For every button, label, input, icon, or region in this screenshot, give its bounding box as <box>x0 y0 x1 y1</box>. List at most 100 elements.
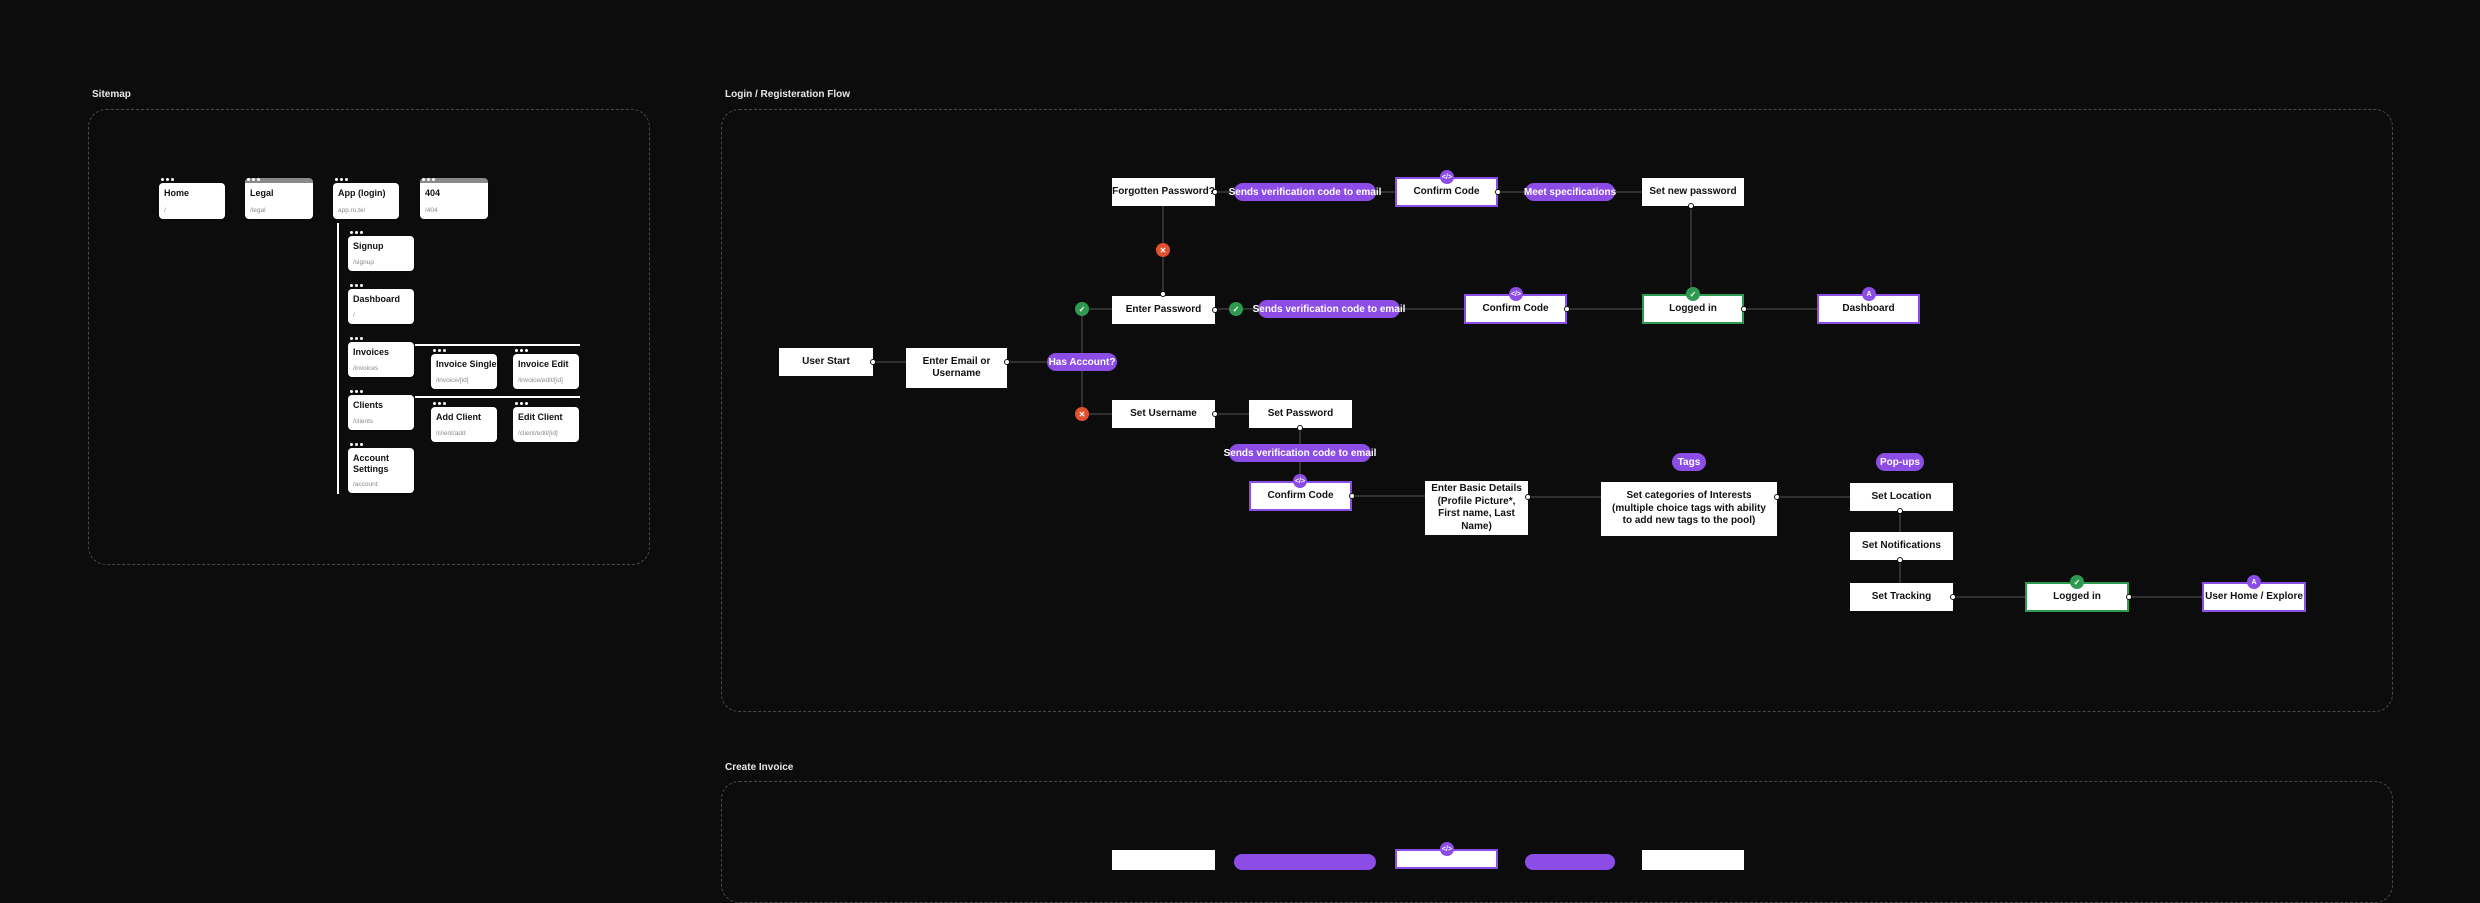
card-path: /404 <box>425 207 438 214</box>
pill-sends-code-1: Sends verification code to email <box>1229 183 1381 201</box>
sitemap-card-add-client[interactable]: Add Client /client/add <box>431 402 497 442</box>
sitemap-card-invoice-single[interactable]: Invoice Single /invoice/[id] <box>431 349 497 389</box>
card-title: Home <box>164 188 190 198</box>
card-path: /signup <box>353 259 374 266</box>
login-flow-title: Login / Registeration Flow <box>725 89 850 100</box>
sitemap-title: Sitemap <box>92 89 131 100</box>
check-icon: ✓ <box>1075 302 1089 316</box>
more-dots-icon <box>515 402 528 405</box>
sitemap-card-app[interactable]: App (login) app.ro.te/ <box>333 178 399 219</box>
sitemap-card-edit-client[interactable]: Edit Client /client/edit/[id] <box>513 402 579 442</box>
card-title: Add Client <box>436 412 481 422</box>
create-invoice-title: Create Invoice <box>725 762 794 773</box>
more-dots-icon <box>350 443 363 446</box>
code-icon: </> <box>1440 842 1454 856</box>
card-path: /account <box>353 481 378 488</box>
sitemap-card-dashboard[interactable]: Dashboard / <box>348 284 414 324</box>
sitemap-card-home[interactable]: Home / <box>159 178 225 219</box>
connector-port[interactable] <box>1525 494 1531 500</box>
more-dots-icon <box>433 349 446 352</box>
card-path: /client/add <box>436 430 466 437</box>
more-dots-icon <box>433 402 446 405</box>
node-user-start[interactable]: User Start <box>779 348 873 376</box>
more-dots-icon <box>350 337 363 340</box>
node-enter-password[interactable]: Enter Password <box>1112 296 1215 324</box>
sitemap-frame <box>88 109 650 565</box>
node-dashboard[interactable]: Dashboard <box>1817 294 1920 324</box>
sitemap-card-signup[interactable]: Signup /signup <box>348 231 414 271</box>
card-title: Edit Client <box>518 412 563 422</box>
card-title: Account Settings <box>353 453 389 475</box>
cross-icon: ✕ <box>1075 407 1089 421</box>
sitemap-card-clients[interactable]: Clients /clients <box>348 390 414 430</box>
node-basic-details[interactable]: Enter Basic Details (Profile Picture*, F… <box>1425 481 1528 535</box>
node-set-location[interactable]: Set Location <box>1850 483 1953 511</box>
card-title: Signup <box>353 241 384 251</box>
connector-port[interactable] <box>1160 291 1166 297</box>
node-set-tracking[interactable]: Set Tracking <box>1850 583 1953 611</box>
card-title: Dashboard <box>353 294 401 304</box>
card-title: Legal <box>250 188 274 198</box>
user-icon: A <box>2247 575 2261 589</box>
node-set-password[interactable]: Set Password <box>1249 400 1352 428</box>
sitemap-card-account-settings[interactable]: Account Settings /account <box>348 443 414 493</box>
connector-port[interactable] <box>1688 203 1694 209</box>
card-path: /invoices <box>353 365 379 372</box>
card-path: /invoice/[id] <box>436 377 469 384</box>
node-enter-email[interactable]: Enter Email or Username <box>906 348 1007 388</box>
pill-tags: Tags <box>1672 453 1706 471</box>
invoice-node-1[interactable] <box>1112 850 1215 870</box>
connector-port[interactable] <box>1212 189 1218 195</box>
connector-port[interactable] <box>1950 594 1956 600</box>
more-dots-icon <box>161 178 174 181</box>
pill-meet-specifications: Meet specifications <box>1524 183 1616 201</box>
check-icon: ✓ <box>1229 302 1243 316</box>
invoice-node-3[interactable] <box>1642 850 1744 870</box>
node-set-notifications[interactable]: Set Notifications <box>1850 532 1953 560</box>
connector-port[interactable] <box>1349 493 1355 499</box>
sitemap-card-invoice-edit[interactable]: Invoice Edit /invoice/edit/[id] <box>513 349 579 389</box>
card-title: Clients <box>353 400 384 410</box>
connector-port[interactable] <box>1495 189 1501 195</box>
invoice-pill-2 <box>1525 854 1615 870</box>
sitemap-card-404[interactable]: 404 /404 <box>420 178 488 219</box>
pill-sends-code-2: Sends verification code to email <box>1253 300 1405 318</box>
connector-port[interactable] <box>1897 557 1903 563</box>
invoice-pill-1 <box>1234 854 1376 870</box>
connector-port[interactable] <box>870 359 876 365</box>
sitemap-card-legal[interactable]: Legal /legal <box>245 178 313 219</box>
connector-port[interactable] <box>1564 306 1570 312</box>
more-dots-icon <box>350 231 363 234</box>
card-path: / <box>353 312 355 319</box>
node-set-interests[interactable]: Set categories of Interests (multiple ch… <box>1601 482 1777 536</box>
connector-port[interactable] <box>1774 494 1780 500</box>
connector-port[interactable] <box>1004 359 1010 365</box>
node-set-username[interactable]: Set Username <box>1112 400 1215 428</box>
more-dots-icon <box>350 284 363 287</box>
sitemap-card-invoices[interactable]: Invoices /invoices <box>348 337 414 377</box>
more-dots-icon <box>422 178 435 181</box>
more-dots-icon <box>515 349 528 352</box>
card-title: 404 <box>425 188 441 198</box>
card-path: /client/edit/[id] <box>518 430 558 437</box>
connector-port[interactable] <box>1297 425 1303 431</box>
pill-has-account: Has Account? <box>1047 353 1117 371</box>
card-title: Invoice Single <box>436 359 497 369</box>
connector-port[interactable] <box>1897 508 1903 514</box>
connector-port[interactable] <box>2126 594 2132 600</box>
code-icon: </> <box>1293 474 1307 488</box>
node-set-new-password[interactable]: Set new password <box>1642 178 1744 206</box>
connector-port[interactable] <box>1212 307 1218 313</box>
card-path: / <box>164 207 166 214</box>
code-icon: </> <box>1509 287 1523 301</box>
node-forgotten-password[interactable]: Forgotten Password? <box>1112 178 1215 206</box>
cross-icon: ✕ <box>1156 243 1170 257</box>
card-title: Invoice Edit <box>518 359 569 369</box>
card-title: App (login) <box>338 188 386 198</box>
connector-port[interactable] <box>1741 306 1747 312</box>
card-title: Invoices <box>353 347 390 357</box>
connector-port[interactable] <box>1212 411 1218 417</box>
more-dots-icon <box>350 390 363 393</box>
card-path: /invoice/edit/[id] <box>518 377 563 384</box>
pill-sends-code-3: Sends verification code to email <box>1224 444 1376 462</box>
